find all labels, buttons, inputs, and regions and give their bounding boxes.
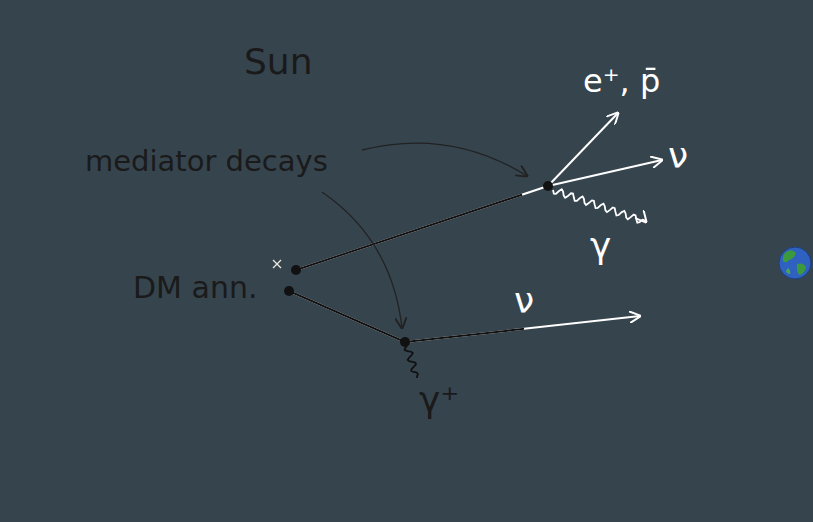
photon-lines (405, 189, 646, 378)
particle-label: ν (668, 136, 688, 176)
pointer-arrows (322, 143, 527, 328)
sun-disc (18, 8, 532, 522)
sun-disc-fill (18, 8, 532, 522)
vertices (284, 181, 553, 347)
cross-mark (273, 260, 281, 268)
earth-icon (779, 247, 811, 279)
node-title: Sun (244, 42, 312, 82)
particle-label: ν (514, 281, 534, 321)
callout-label: DM ann. (133, 271, 257, 304)
callout-label: mediator decays (85, 146, 328, 178)
particle-label: γ⁺ (419, 380, 459, 420)
sun-circle: Sun (18, 8, 532, 522)
particle-label: γ (590, 226, 611, 266)
particle-label: e⁺, p̄ (583, 64, 660, 99)
photon-wave (405, 346, 418, 378)
particle-tracks (289, 113, 662, 342)
particle-tracks-inside (289, 113, 662, 342)
photon-wave (553, 189, 646, 222)
